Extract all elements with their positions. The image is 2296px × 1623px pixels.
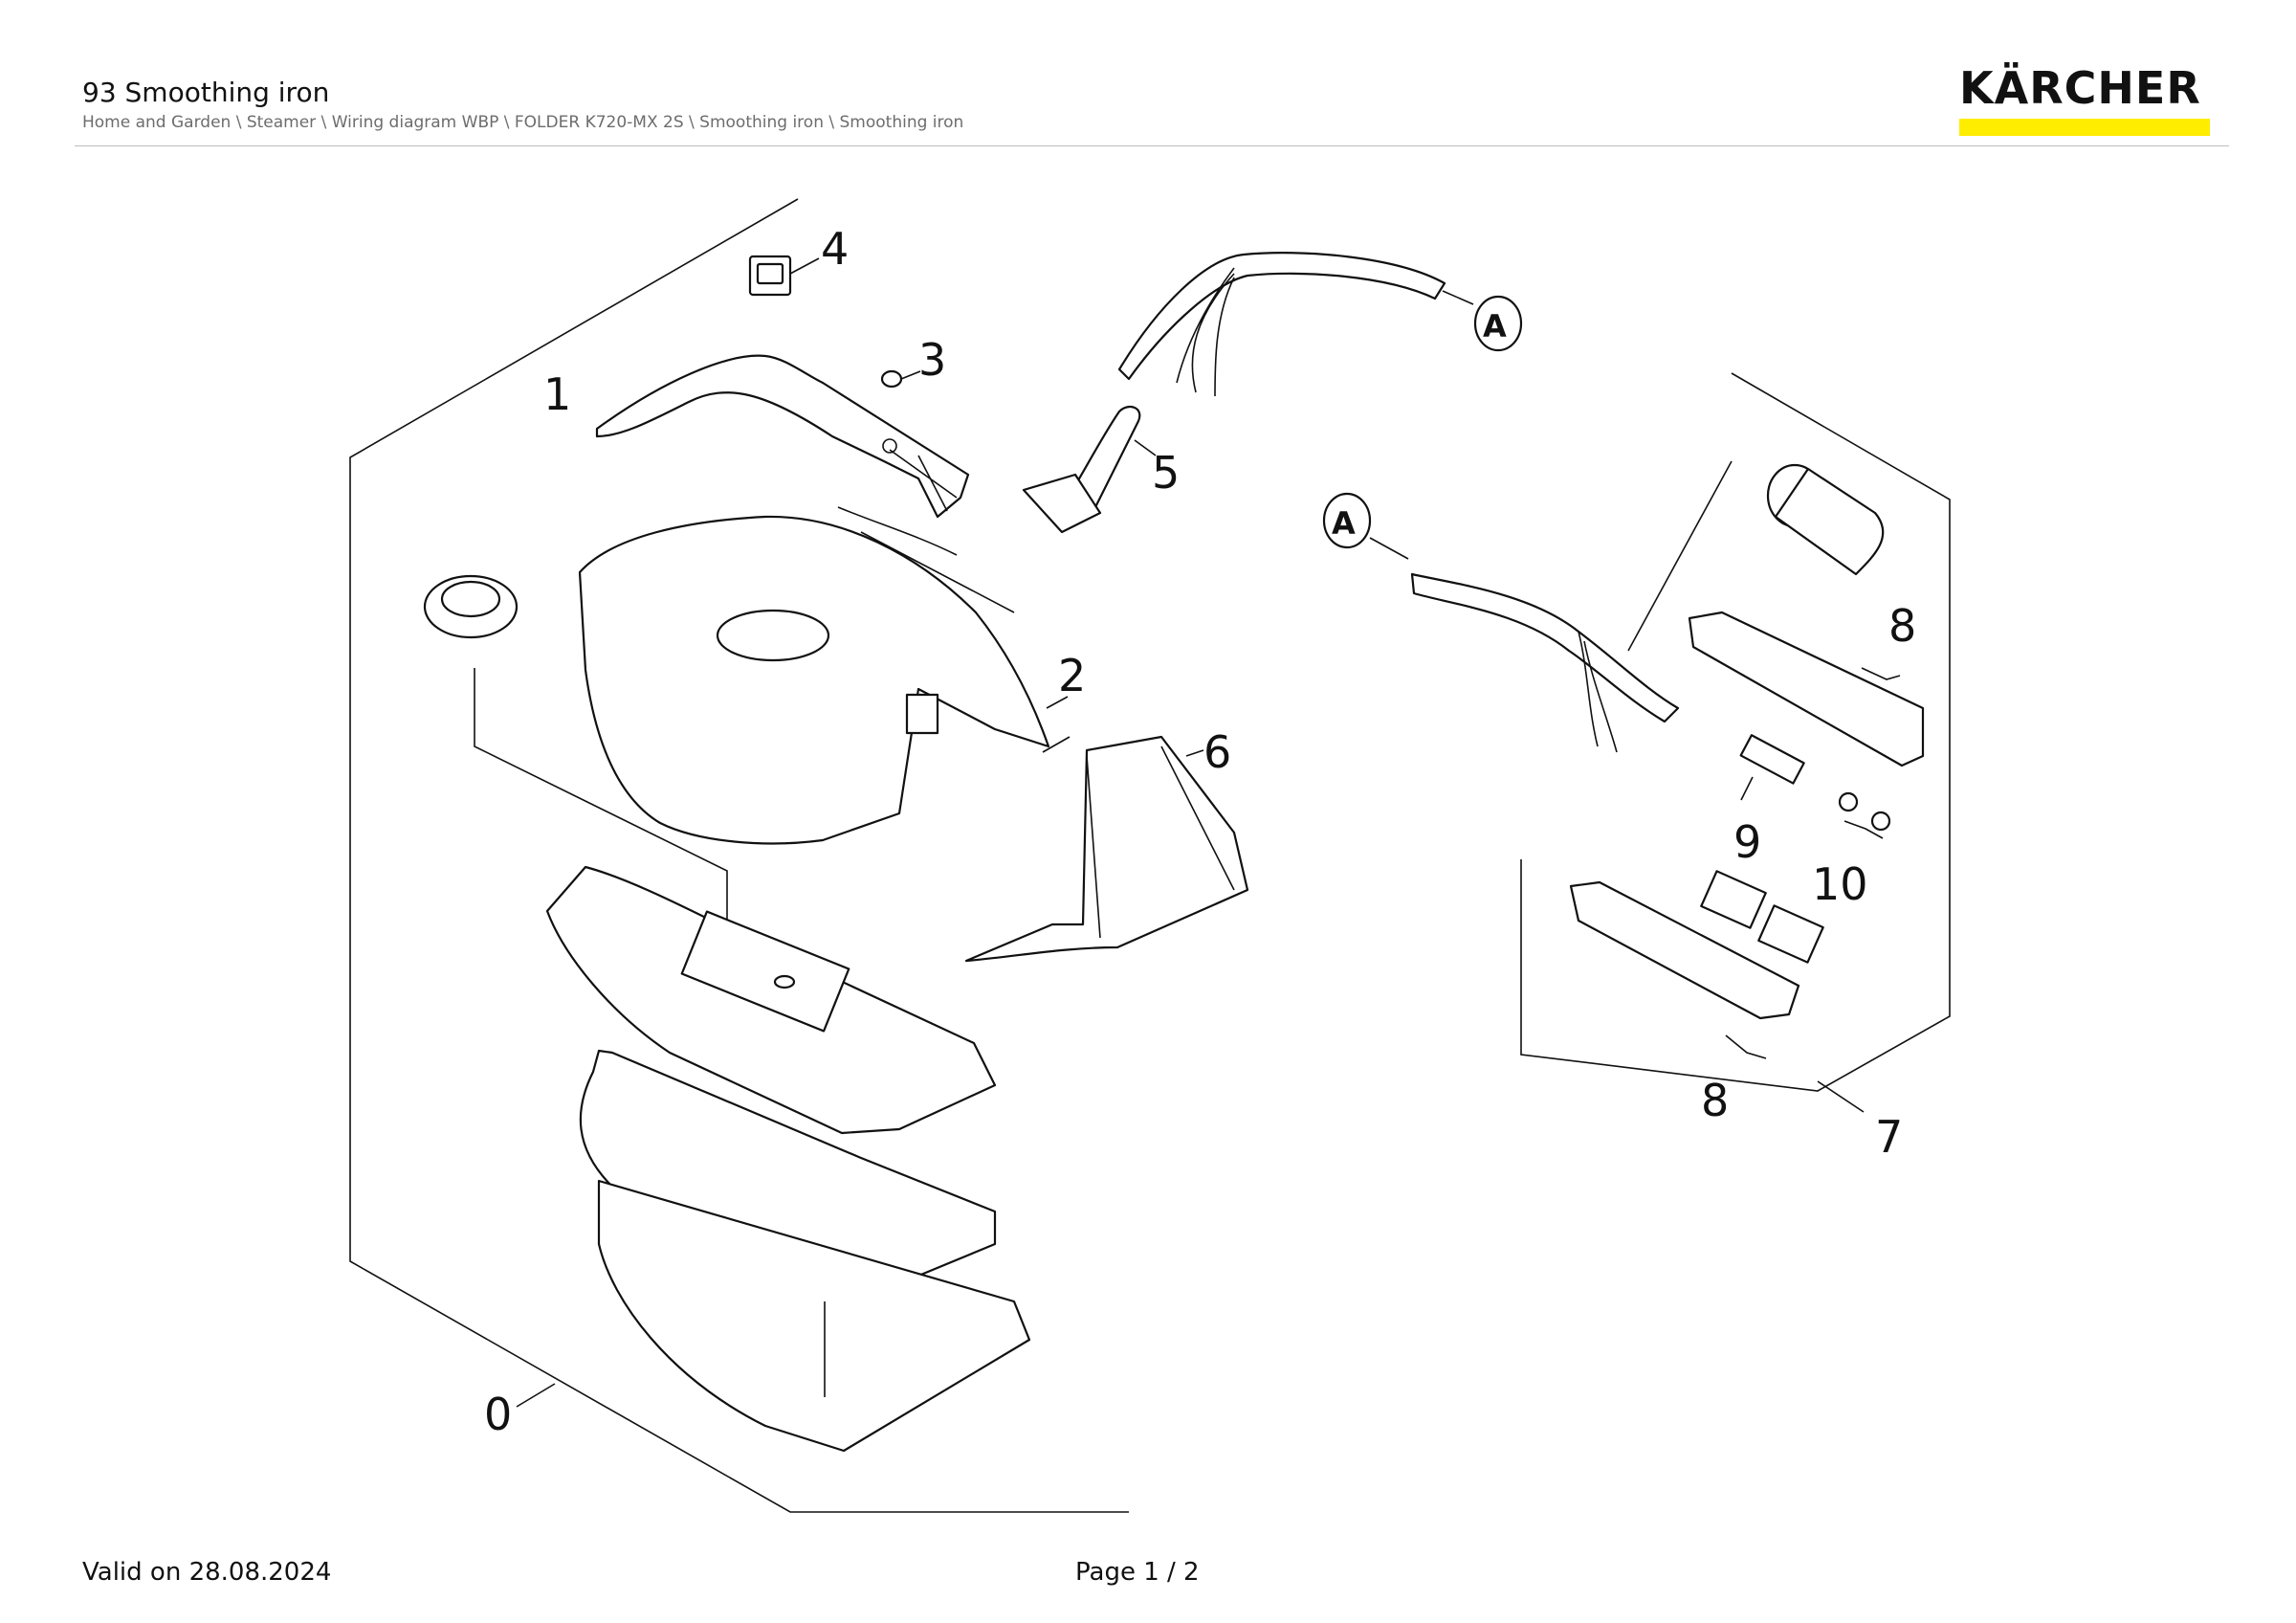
svg-text:A: A [1332,505,1356,542]
bellows-grommet [1766,463,1885,576]
callout-label-2: 2 [1058,650,1086,701]
callout-label-6: 6 [1203,726,1231,778]
cable-right [1410,572,1680,753]
callout-label-5: 5 [1152,447,1180,499]
part-0-soleplate-assembly [545,865,1031,1453]
callout-label-8-lower: 8 [1701,1075,1729,1126]
connection-marker-a-1: A [1473,295,1523,352]
callout-label-3: 3 [918,334,946,386]
brand-logo: KÄRCHER [1959,63,2218,136]
callout-label-9: 9 [1733,816,1761,868]
brand-name: KÄRCHER [1959,62,2201,114]
assembly-frame-right [1520,372,1951,1092]
part-8-lower-shell [1569,870,1824,1020]
cable-top [1117,252,1446,397]
callout-label-4: 4 [821,223,849,275]
callout-label-0: 0 [484,1389,512,1440]
part-2-housing [578,515,1050,845]
assembly-frame-left [349,198,1129,1513]
validity-date: Valid on 28.08.2024 [82,1558,332,1587]
connection-marker-a-2: A [1322,492,1372,549]
page-indicator: Page 1 / 2 [1075,1558,1200,1587]
callout-label-7: 7 [1875,1111,1903,1163]
part-10-rings [1838,791,1891,832]
part-5-strain-relief [1022,405,1141,534]
callout-label-1: 1 [543,368,571,420]
water-cap [423,574,519,639]
part-9-plug [1739,734,1805,785]
callout-label-10: 10 [1812,858,1868,910]
callout-label-8-upper: 8 [1888,600,1916,652]
svg-text:A: A [1483,308,1507,345]
page-title: 93 Smoothing iron [82,77,330,108]
breadcrumb: Home and Garden \ Steamer \ Wiring diagr… [82,113,964,132]
part-3-cap [880,369,903,389]
part-6-stand [964,735,1249,963]
part-4-switch [748,255,792,297]
brand-accent-bar [1959,119,2210,136]
part-8-upper-shell [1688,611,1925,767]
header-divider [75,145,2229,146]
part-1-handle-cover [595,354,970,519]
